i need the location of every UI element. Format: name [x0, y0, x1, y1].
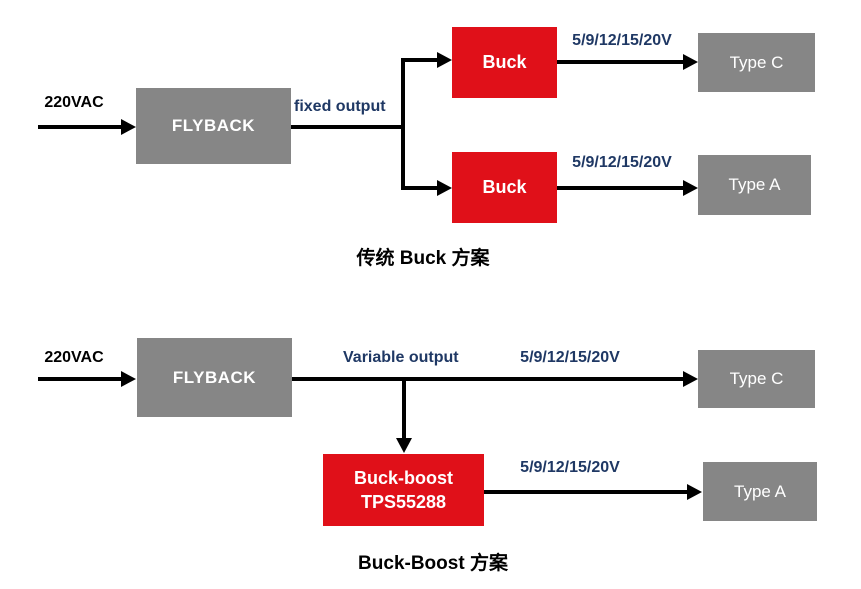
type-c-label: Type C [729, 52, 784, 72]
traditional-buck-caption: 传统 Buck 方案 [356, 248, 490, 269]
buck-boost-block: Buck-boost TPS55288 [323, 454, 484, 526]
input-voltage-label: 220VAC [44, 94, 104, 111]
buck-label: Buck [482, 177, 527, 197]
tps55288-label: TPS55288 [360, 492, 447, 512]
buck-block-bottom: Buck [452, 152, 557, 223]
voltage-label: 5/9/12/15/20V [520, 349, 620, 366]
arrow-right-icon [683, 371, 698, 387]
type-a-label: Type A [728, 175, 781, 194]
buck-label: Buck [482, 52, 527, 72]
arrow-down-icon [396, 438, 412, 453]
flyback-label: FLYBACK [172, 367, 257, 387]
type-a-block: Type A [698, 155, 811, 215]
buck-bottom-output-line [557, 186, 684, 190]
arrow-right-icon [121, 371, 136, 387]
branch-vertical-line [401, 58, 405, 190]
buck-boost-label: Buck-boost [354, 467, 453, 488]
variable-output-label: Variable output [343, 349, 459, 366]
branch-down-line [402, 379, 406, 439]
input-voltage-label: 220VAC [44, 349, 104, 366]
buck-block-top: Buck [452, 27, 557, 98]
flyback-block: FLYBACK [137, 338, 292, 417]
voltage-label: 5/9/12/15/20V [572, 32, 672, 49]
arrow-right-icon [121, 119, 136, 135]
buck-boost-caption: Buck-Boost 方案 [358, 553, 508, 574]
type-a-block: Type A [703, 462, 817, 521]
arrow-right-icon [683, 180, 698, 196]
voltage-label: 5/9/12/15/20V [520, 459, 620, 476]
arrow-right-icon [437, 52, 452, 68]
type-c-label: Type C [729, 369, 784, 388]
flyback-label: FLYBACK [171, 116, 256, 135]
branch-top-line [403, 58, 437, 62]
input-arrow-line [38, 125, 123, 129]
type-a-label: Type A [734, 481, 786, 501]
arrow-right-icon [687, 484, 702, 500]
arrow-right-icon [437, 180, 452, 196]
branch-bottom-line [403, 186, 437, 190]
voltage-label: 5/9/12/15/20V [572, 154, 672, 171]
flyback-output-line [291, 125, 405, 129]
buck-boost-output-line [484, 490, 688, 494]
type-c-block: Type C [698, 33, 815, 92]
arrow-right-icon [683, 54, 698, 70]
input-arrow-line [38, 377, 123, 381]
buck-top-output-line [557, 60, 684, 64]
flyback-output-line [292, 377, 684, 381]
fixed-output-label: fixed output [294, 98, 386, 115]
type-c-block: Type C [698, 350, 815, 408]
flyback-block: FLYBACK [136, 88, 291, 164]
